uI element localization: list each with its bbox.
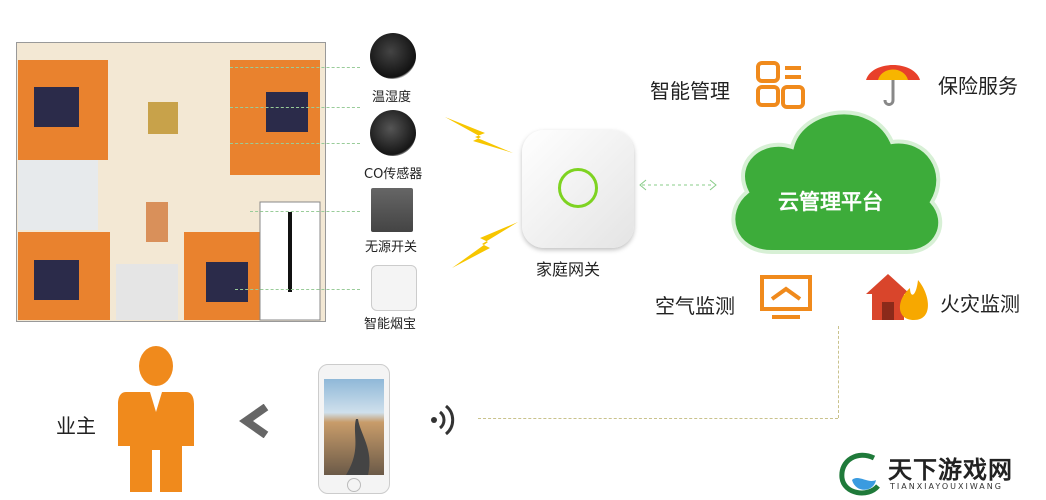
wireless-signal-icon: [431, 404, 455, 436]
service-label: 智能管理: [650, 79, 730, 103]
smart-smoke-detector-icon: [371, 265, 417, 311]
floor-plan-image: [16, 42, 326, 322]
watermark-pinyin: TIANXIAYOUXIWANG: [890, 482, 1003, 491]
device-label: 温湿度: [372, 90, 412, 105]
service-label: 空气监测: [655, 294, 735, 318]
dragon-logo-icon: [839, 452, 880, 496]
connection-line: [478, 418, 838, 419]
home-button: [347, 478, 361, 492]
cloud-platform-label: 云管理平台: [778, 190, 883, 214]
wireless-signal-bolt-icon: [452, 222, 518, 268]
bidirectional-arrow-icon: [639, 179, 717, 191]
smartphone: [318, 364, 390, 494]
house-fire-icon: [866, 274, 928, 320]
co-sensor-icon: [370, 110, 416, 156]
device-label: CO传感器: [364, 167, 423, 182]
owner-person-icon: [118, 346, 194, 492]
phone-screen: [324, 379, 384, 475]
watermark-name: 天下游戏网: [888, 456, 1013, 484]
device-label: 无源开关: [365, 240, 418, 255]
air-monitor-icon: [760, 275, 812, 319]
service-label: 火灾监测: [940, 292, 1020, 316]
gateway-label: 家庭网关: [536, 260, 601, 279]
temperature-humidity-sensor-icon: [370, 33, 416, 79]
chevron-left-icon: [239, 404, 269, 438]
watermark-logo: 天下游戏网 TIANXIAYOUXIWANG: [838, 448, 1044, 498]
connection-line: [838, 326, 839, 418]
gateway-device: [522, 130, 634, 248]
service-label: 保险服务: [938, 74, 1018, 98]
owner-label: 业主: [56, 414, 96, 438]
cloud-platform-shape: [731, 110, 943, 254]
umbrella-icon: [866, 65, 920, 106]
device-label: 智能烟宝: [364, 317, 417, 332]
wireless-signal-bolt-icon: [445, 117, 513, 153]
gateway-led-ring-icon: [558, 168, 598, 208]
passive-switch-icon: [371, 188, 413, 232]
smart-management-icon: [756, 61, 805, 109]
